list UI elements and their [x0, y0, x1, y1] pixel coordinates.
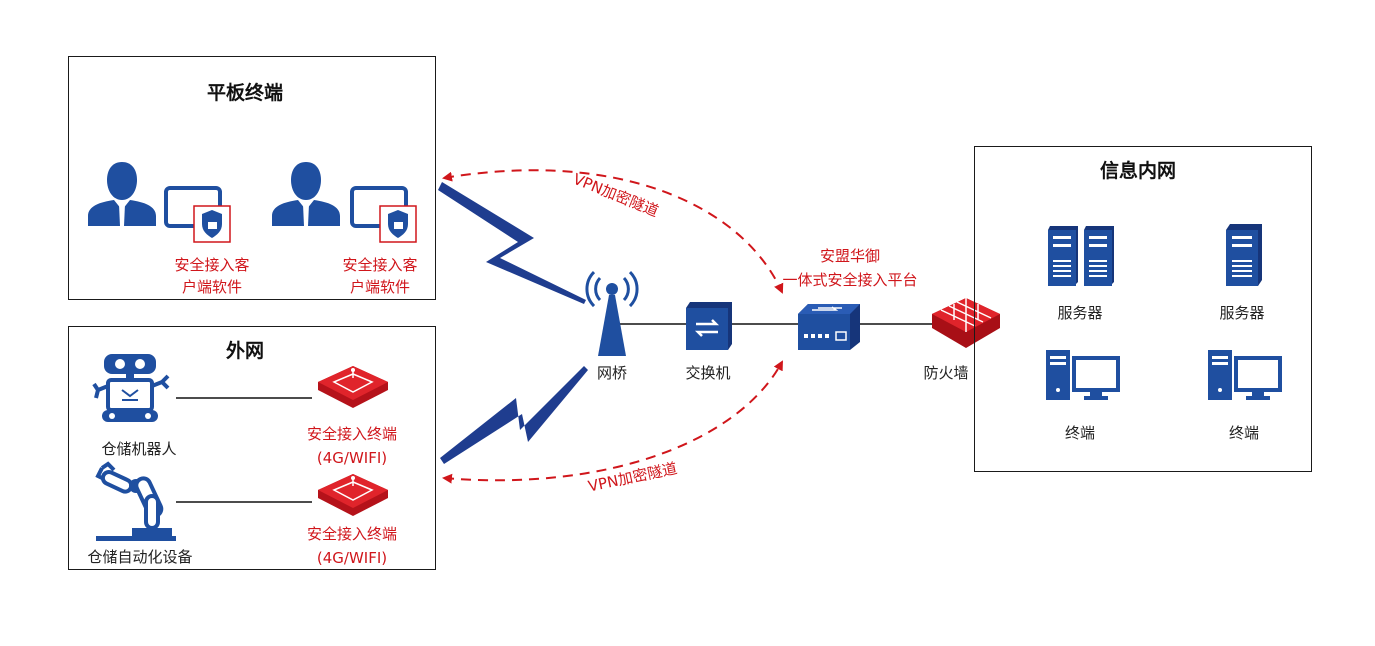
client-software-label-line1: 安全接入客 [174, 256, 250, 274]
router-icon [318, 366, 388, 408]
bridge-label: 网桥 [596, 364, 628, 382]
client-software-label-line2: 户端软件 [181, 278, 243, 296]
switch-icon [686, 302, 732, 350]
client-software-label-2: 安全接入客 户端软件 [342, 254, 417, 298]
secure-terminal-label-line1: 安全接入终端 [306, 425, 398, 443]
server-label-1: 服务器 [1057, 304, 1103, 322]
secure-terminal-label-line2: (4G/WIFI) [316, 549, 388, 567]
user-icon [88, 162, 156, 226]
access-platform-icon [798, 304, 860, 350]
switch-label: 交换机 [685, 364, 731, 382]
client-software-label-1: 安全接入客 户端软件 [174, 254, 249, 298]
access-platform-label: 安盟华御 一体式安全接入平台 [782, 244, 917, 292]
tablet-icon [350, 186, 417, 243]
automation-label: 仓储自动化设备 [87, 548, 193, 566]
tablet-icon [164, 186, 231, 243]
client-software-label-line1: 安全接入客 [342, 256, 418, 274]
wireless-link-lower [440, 366, 588, 464]
user-icon [272, 162, 340, 226]
firewall-label: 防火墙 [923, 364, 969, 382]
wireless-link-upper [438, 182, 586, 304]
tablet-group-title: 平板终端 [206, 82, 284, 104]
desktop-terminal-icon [1208, 350, 1282, 400]
server-icon [1226, 224, 1262, 286]
router-icon [318, 474, 388, 516]
robotic-arm-icon [95, 461, 176, 541]
server-label-2: 服务器 [1219, 304, 1265, 322]
secure-terminal-label-2: 安全接入终端 (4G/WIFI) [307, 522, 397, 570]
wan-group [68, 326, 436, 570]
robot-label: 仓储机器人 [101, 440, 177, 458]
secure-terminal-label-line1: 安全接入终端 [306, 525, 398, 543]
robot-icon [92, 354, 170, 422]
terminal-label-2: 终端 [1228, 424, 1260, 442]
secure-terminal-label-line2: (4G/WIFI) [316, 449, 388, 467]
server-rack-icon [1048, 226, 1114, 286]
client-software-label-line2: 户端软件 [349, 278, 411, 296]
firewall-icon [932, 298, 1000, 348]
intranet-group [974, 146, 1312, 472]
access-platform-label-line2: 一体式安全接入平台 [782, 271, 918, 289]
secure-terminal-label-1: 安全接入终端 (4G/WIFI) [307, 422, 397, 470]
vpn-tunnel-upper [442, 169, 784, 294]
intranet-group-title: 信息内网 [1099, 160, 1177, 182]
antenna-icon [585, 270, 639, 356]
desktop-terminal-icon [1046, 350, 1120, 400]
access-platform-label-line1: 安盟华御 [819, 247, 881, 265]
terminal-label-1: 终端 [1064, 424, 1096, 442]
wan-group-title: 外网 [225, 340, 265, 362]
